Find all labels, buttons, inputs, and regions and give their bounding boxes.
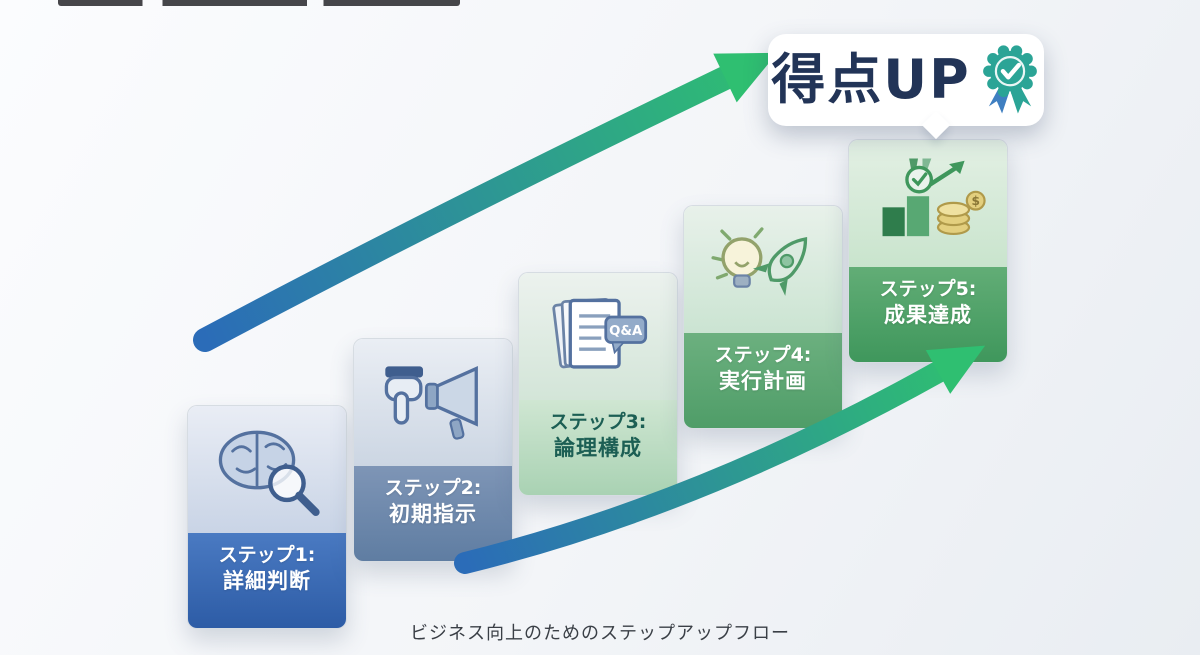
step3-number: ステップ3: [549,411,647,433]
step1-label: ステップ1: 詳細判断 [188,533,346,628]
coin-dollar-symbol: $ [971,194,979,208]
step-card-4: ステップ4: 実行計画 [683,205,843,429]
step3-label: ステップ3: 論理構成 [519,400,677,495]
step3-icon-area: Q&A [519,273,677,400]
step2-label: ステップ2: 初期指示 [354,466,512,561]
step1-number: ステップ1: [218,544,316,566]
qa-bubble-text: Q&A [609,323,643,338]
step3-title: 論理構成 [554,435,642,460]
step4-number: ステップ4: [714,344,812,366]
score-up-text: 得点UP [771,48,971,111]
score-up-badge: 得点UP [768,34,1044,140]
documents-qa-icon: Q&A [552,297,648,369]
step2-icon-area [354,339,512,466]
step5-label: ステップ5: 成果達成 [849,267,1007,362]
cropped-title-artifact [58,0,460,6]
lightbulb-rocket-icon [711,226,808,296]
hand-megaphone-icon [384,365,478,440]
step2-title: 初期指示 [389,501,477,526]
rosette-check-icon [982,45,1037,114]
step-card-1: ステップ1: 詳細判断 [187,405,347,629]
step5-title: 成果達成 [884,302,972,327]
caption: ビジネス向上のためのステップアップフロー [410,623,790,644]
step2-number: ステップ2: [384,477,482,499]
step4-icon-area [684,206,842,333]
step-card-2: ステップ2: 初期指示 [353,338,513,562]
step1-title: 詳細判断 [223,568,311,593]
badge-pointer [921,110,951,140]
step-card-5: $ ステップ5: 成果達成 [848,139,1008,363]
step-card-3: Q&A ステップ3: 論理構成 [518,272,678,496]
step4-title: 実行計画 [719,368,807,393]
step5-icon-area: $ [849,140,1007,267]
step5-number: ステップ5: [879,278,977,300]
step1-icon-area [188,406,346,533]
step4-label: ステップ4: 実行計画 [684,333,842,428]
medal-chart-coins-icon: $ [882,158,986,236]
brain-magnifier-icon [218,430,320,516]
